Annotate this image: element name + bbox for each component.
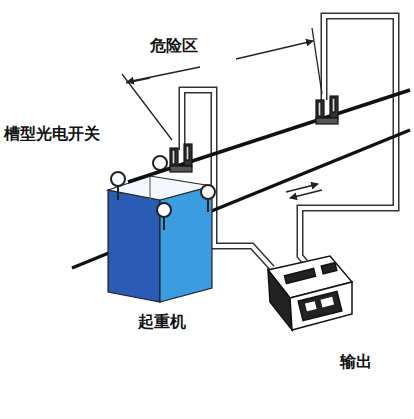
rail: [128, 90, 410, 182]
dimension-label: 危险区: [150, 36, 198, 55]
crane: [108, 156, 215, 302]
motion-arrows: [286, 184, 322, 198]
part-label: 起重机: [138, 312, 186, 331]
photoelectric-switch: [170, 144, 192, 172]
signal-wires: [182, 16, 396, 268]
part-label: 槽型光电开关: [4, 124, 100, 143]
controller: [268, 256, 352, 330]
part-label: 输出: [340, 352, 372, 371]
danger-zone-dimension: [122, 28, 322, 140]
photoelectric-switch: [316, 96, 338, 124]
